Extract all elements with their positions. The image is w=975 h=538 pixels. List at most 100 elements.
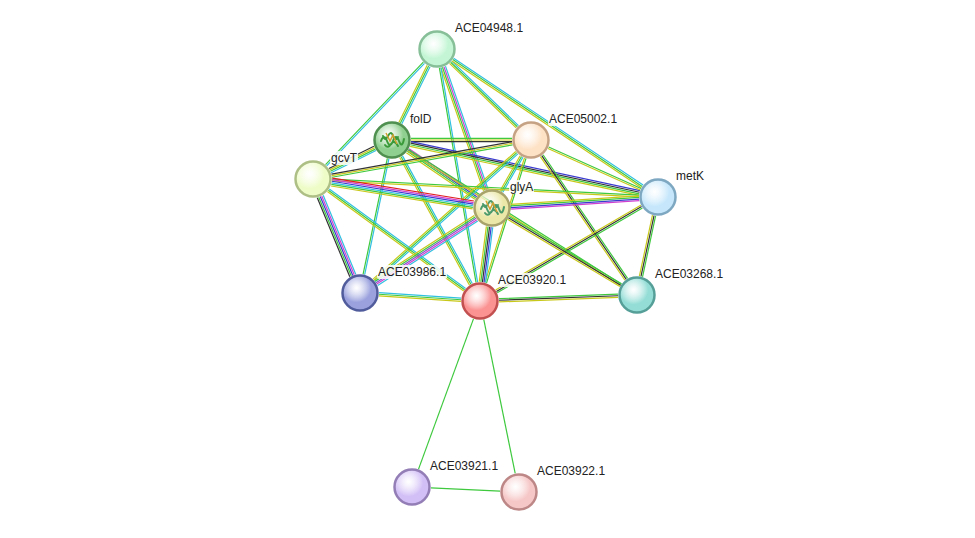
evidence-line (375, 217, 475, 281)
protein-node: folD (373, 121, 411, 159)
evidence-line (376, 218, 476, 282)
protein-node: ACE03920.1 (461, 282, 499, 320)
node-circle (512, 121, 550, 159)
interaction-edge (411, 138, 512, 141)
interaction-edge (499, 294, 618, 302)
evidence-line (319, 197, 352, 276)
evidence-line (374, 216, 474, 280)
protein-strand (386, 133, 397, 144)
protein-node: ACE04948.1 (418, 30, 456, 68)
evidence-line (374, 153, 517, 281)
evidence-line (511, 196, 639, 204)
interaction-edge (479, 226, 492, 282)
evidence-line (479, 226, 486, 281)
interaction-edge (374, 216, 478, 286)
protein-node: ACE03922.1 (500, 473, 538, 511)
node-circle (294, 160, 332, 198)
evidence-line (445, 66, 488, 189)
node-label: ACE03922.1 (536, 464, 606, 478)
evidence-line (317, 198, 350, 277)
evidence-line (548, 149, 640, 190)
protein-structure (481, 201, 504, 215)
node-label: folD (409, 112, 432, 126)
node-circle (618, 276, 656, 314)
interaction-edge (331, 178, 474, 209)
evidence-line (378, 221, 478, 285)
protein-node: ACE03921.1 (393, 468, 431, 506)
evidence-line (365, 159, 389, 275)
node-label: ACE04948.1 (454, 21, 524, 35)
node-circle (341, 274, 379, 312)
evidence-line (452, 61, 641, 188)
node-label: ACE05002.1 (548, 112, 618, 126)
evidence-line (377, 220, 477, 284)
evidence-line (497, 208, 642, 293)
evidence-line (431, 488, 500, 491)
evidence-line (320, 197, 353, 276)
evidence-line (511, 197, 639, 205)
evidence-line (496, 205, 641, 290)
evidence-line (540, 157, 625, 281)
interaction-edge (548, 147, 641, 190)
protein-node: metK (639, 178, 677, 216)
protein-node: gcvT (294, 160, 332, 198)
evidence-line (332, 180, 473, 203)
protein-node: glyA (473, 189, 511, 227)
evidence-line (332, 183, 473, 206)
evidence-line (441, 68, 484, 191)
interaction-edge (484, 320, 515, 474)
evidence-line (408, 149, 621, 284)
evidence-line (332, 145, 513, 177)
protein-node: ACE03268.1 (618, 276, 656, 314)
node-label: ACE03921.1 (429, 459, 499, 473)
interaction-edge (431, 488, 500, 491)
evidence-line (330, 148, 375, 170)
node-circle (639, 178, 677, 216)
evidence-line (442, 67, 485, 190)
protein-node: ACE05002.1 (512, 121, 550, 159)
node-circle (373, 121, 411, 159)
node-label: ACE03268.1 (654, 267, 724, 281)
interaction-edge (441, 66, 488, 191)
evidence-line (332, 181, 473, 204)
node-circle (393, 468, 431, 506)
evidence-line (331, 184, 472, 207)
node-label: ACE03920.1 (497, 273, 567, 287)
evidence-line (411, 141, 512, 142)
evidence-line (332, 143, 513, 175)
node-label: ACE03986.1 (377, 265, 447, 279)
node-label: glyA (509, 180, 534, 194)
node-circle (500, 473, 538, 511)
evidence-line (481, 227, 488, 282)
evidence-line (411, 139, 512, 140)
evidence-line (331, 142, 512, 174)
evidence-line (496, 207, 641, 292)
interaction-edge (496, 205, 643, 293)
interaction-edge (373, 151, 518, 281)
evidence-line (379, 296, 461, 301)
node-circle (461, 282, 499, 320)
evidence-line (444, 67, 487, 190)
evidence-line (419, 319, 474, 469)
node-label: metK (675, 169, 705, 183)
evidence-line (641, 216, 654, 277)
interaction-edge (419, 319, 474, 469)
evidence-line (411, 138, 512, 139)
evidence-line (639, 215, 652, 276)
node-label: gcvT (330, 151, 358, 165)
protein-structure (381, 133, 404, 147)
interaction-edge (511, 196, 639, 209)
evidence-line (329, 146, 374, 168)
evidence-line (499, 297, 618, 302)
evidence-line (375, 154, 518, 282)
evidence-line (543, 155, 628, 279)
protein-strand (486, 201, 497, 212)
evidence-line (452, 61, 519, 126)
node-circle (418, 30, 456, 68)
node-circle (473, 189, 511, 227)
interaction-edge (331, 142, 512, 177)
protein-node: ACE03986.1 (341, 274, 379, 312)
evidence-line (482, 227, 489, 282)
evidence-line (484, 320, 515, 474)
